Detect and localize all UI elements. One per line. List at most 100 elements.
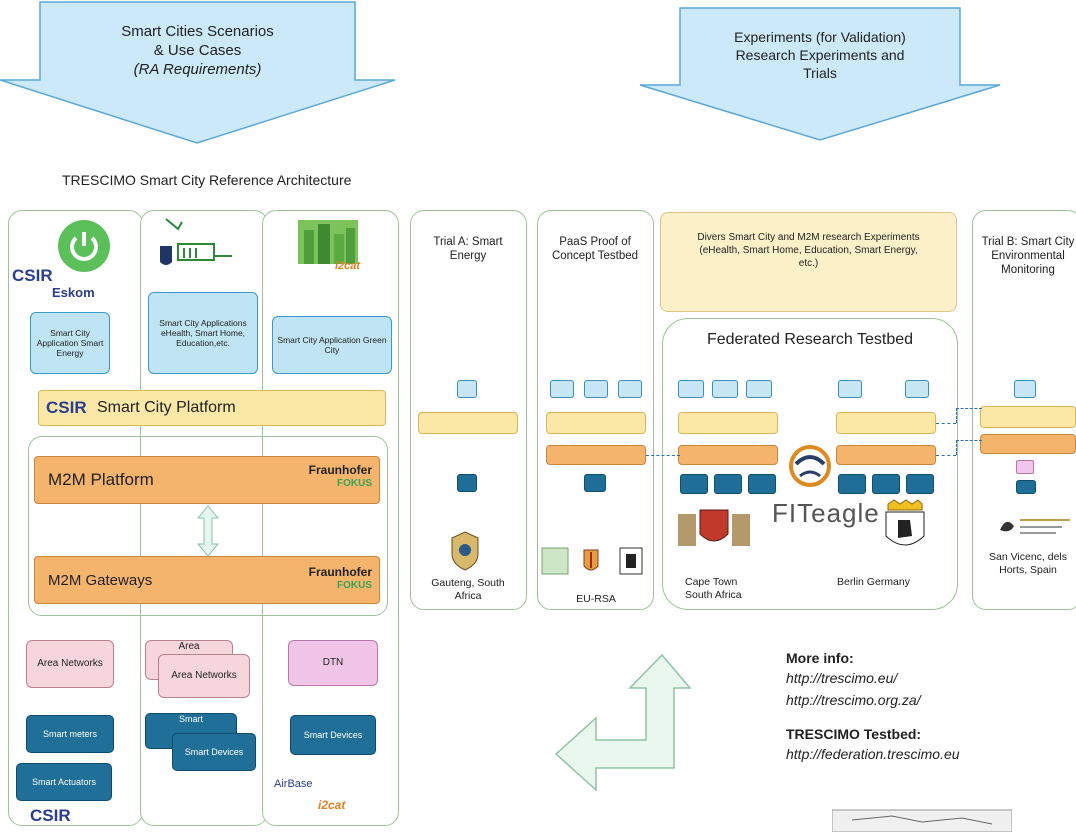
smart-city-platform-label: Smart City Platform xyxy=(97,399,236,416)
paas-app-1 xyxy=(550,380,574,398)
trial-a-location: Gauteng, South Africa xyxy=(431,577,505,602)
fed-platform-ct xyxy=(678,412,778,434)
m2m-platform-bar xyxy=(34,456,380,504)
paas-app-3 xyxy=(618,380,642,398)
gauteng-coat-of-arms-icon xyxy=(451,531,479,571)
trial-b-app xyxy=(1014,380,1036,398)
left-arrow-text: Smart Cities Scenarios & Use Cases (RA R… xyxy=(80,22,315,79)
url-trescimo-org-za[interactable]: http://trescimo.org.za/ xyxy=(786,692,921,708)
divers-experiments-box: Divers Smart City and M2M research Exper… xyxy=(660,212,957,312)
fed-node-5 xyxy=(872,474,900,494)
i2cat-logo-top: i2cat xyxy=(335,260,361,272)
trial-a-node xyxy=(457,474,477,492)
m2m-container xyxy=(28,436,388,616)
right-arrow-line3: Trials xyxy=(803,65,837,81)
fed-m2m-berlin xyxy=(836,445,936,465)
berlin-crest-icon xyxy=(885,499,925,546)
i2cat-logo-bottom: i2cat xyxy=(318,798,346,812)
power-icon xyxy=(58,220,110,272)
fed-app-5 xyxy=(905,380,929,398)
paas-federation-link xyxy=(646,455,680,456)
right-arrow-line2: Research Experiments and xyxy=(735,47,905,63)
berlin-trialb-link-2v xyxy=(956,440,957,455)
cape-town-location: Cape Town South Africa xyxy=(685,576,742,601)
right-arrow-line1: Experiments (for Validation) xyxy=(734,29,906,45)
trial-b-title: Trial B: Smart City Environmental Monito… xyxy=(981,236,1075,276)
berlin-location: Berlin Germany xyxy=(837,576,910,588)
fed-platform-berlin xyxy=(836,412,936,434)
green-city-icon xyxy=(298,220,358,264)
csir-logo: CSIR xyxy=(12,266,53,285)
fokus-name-2: FOKUS xyxy=(337,580,372,591)
san-vicenc-logo-icon xyxy=(1000,519,1070,534)
cape-town-crest-icon xyxy=(678,509,750,546)
m2m-gateways-bar xyxy=(34,556,380,604)
berlin-trialb-link-1v xyxy=(956,408,957,423)
fraunhofer-name: Fraunhofer xyxy=(308,463,372,477)
feedback-arrow-icon xyxy=(554,653,692,792)
fed-app-1 xyxy=(678,380,704,398)
berlin-trialb-link-1b xyxy=(956,408,982,409)
url-federation[interactable]: http://federation.trescimo.eu xyxy=(786,746,960,762)
fed-node-3 xyxy=(748,474,776,494)
area-networks-2-front: Area Networks xyxy=(158,654,250,698)
left-arrow-line2: & Use Cases xyxy=(153,42,242,59)
testbed-label: TRESCIMO Testbed: xyxy=(786,726,922,742)
fiteagle-emblem-icon xyxy=(789,445,831,487)
paas-m2m xyxy=(546,445,646,465)
fed-node-1 xyxy=(680,474,708,494)
map-thumbnail-icon xyxy=(832,809,1012,832)
csir-logo-platform: CSIR xyxy=(46,398,87,417)
bidirectional-arrow-icon xyxy=(196,505,220,557)
m2m-platform-label: M2M Platform xyxy=(48,470,154,489)
left-down-arrow xyxy=(0,1,396,144)
trial-b-node xyxy=(1016,480,1036,494)
right-arrow-text: Experiments (for Validation) Research Ex… xyxy=(680,28,960,82)
trial-b-location: San Vicenc, dels Horts, Spain xyxy=(988,551,1068,576)
app-ehealth: Smart City Applications eHealth, Smart H… xyxy=(148,292,258,374)
trial-b-m2m xyxy=(980,434,1076,454)
smart-devices-3: Smart Devices xyxy=(290,715,376,755)
smart-meters: Smart meters xyxy=(26,715,114,753)
app-smart-energy: Smart City Application Smart Energy xyxy=(30,312,110,374)
fed-m2m-ct xyxy=(678,445,778,465)
url-trescimo-eu[interactable]: http://trescimo.eu/ xyxy=(786,670,898,686)
fed-node-4 xyxy=(838,474,866,494)
fed-app-4 xyxy=(838,380,862,398)
berlin-trialb-link-2b xyxy=(956,440,982,441)
paas-app-2 xyxy=(584,380,608,398)
fokus-name: FOKUS xyxy=(337,478,372,489)
fraunhofer-logo-platform: Fraunhofer FOKUS xyxy=(260,464,372,490)
smart-actuators: Smart Actuators xyxy=(16,763,112,801)
paas-title: PaaS Proof of Concept Testbed xyxy=(551,236,639,262)
airbase-logo: AirBase xyxy=(274,778,313,790)
eskom-logo: Eskom xyxy=(52,285,95,300)
trial-b-dtn xyxy=(1016,460,1034,474)
fed-app-3 xyxy=(746,380,772,398)
paas-node xyxy=(584,474,606,492)
reference-architecture-title: TRESCIMO Smart City Reference Architectu… xyxy=(62,172,352,188)
federated-testbed-title: Federated Research Testbed xyxy=(706,331,914,348)
trial-b-platform xyxy=(980,406,1076,428)
app-green-city: Smart City Application Green City xyxy=(272,316,392,374)
left-arrow-line1: Smart Cities Scenarios xyxy=(121,23,274,40)
paas-platform xyxy=(546,412,646,434)
power-plant-icon xyxy=(160,218,232,265)
smart-city-platform-bar xyxy=(38,390,386,426)
right-down-arrow xyxy=(639,7,1001,141)
left-arrow-line3: (RA Requirements) xyxy=(133,61,262,78)
paas-panel xyxy=(537,210,654,610)
trial-a-app xyxy=(457,380,477,398)
fraunhofer-logo-gateways: Fraunhofer FOKUS xyxy=(260,566,372,592)
berlin-trialb-link-2a xyxy=(936,455,956,456)
more-info-label: More info: xyxy=(786,650,854,666)
fed-node-6 xyxy=(906,474,934,494)
eu-rsa-logos-icon xyxy=(541,547,643,575)
fraunhofer-name-2: Fraunhofer xyxy=(308,565,372,579)
berlin-trialb-link-1a xyxy=(936,423,956,424)
dtn-box: DTN xyxy=(288,640,378,686)
m2m-gateways-label: M2M Gateways xyxy=(48,572,153,589)
trial-a-title: Trial A: Smart Energy xyxy=(433,236,503,262)
fed-node-2 xyxy=(714,474,742,494)
csir-logo-bottom: CSIR xyxy=(30,806,71,825)
